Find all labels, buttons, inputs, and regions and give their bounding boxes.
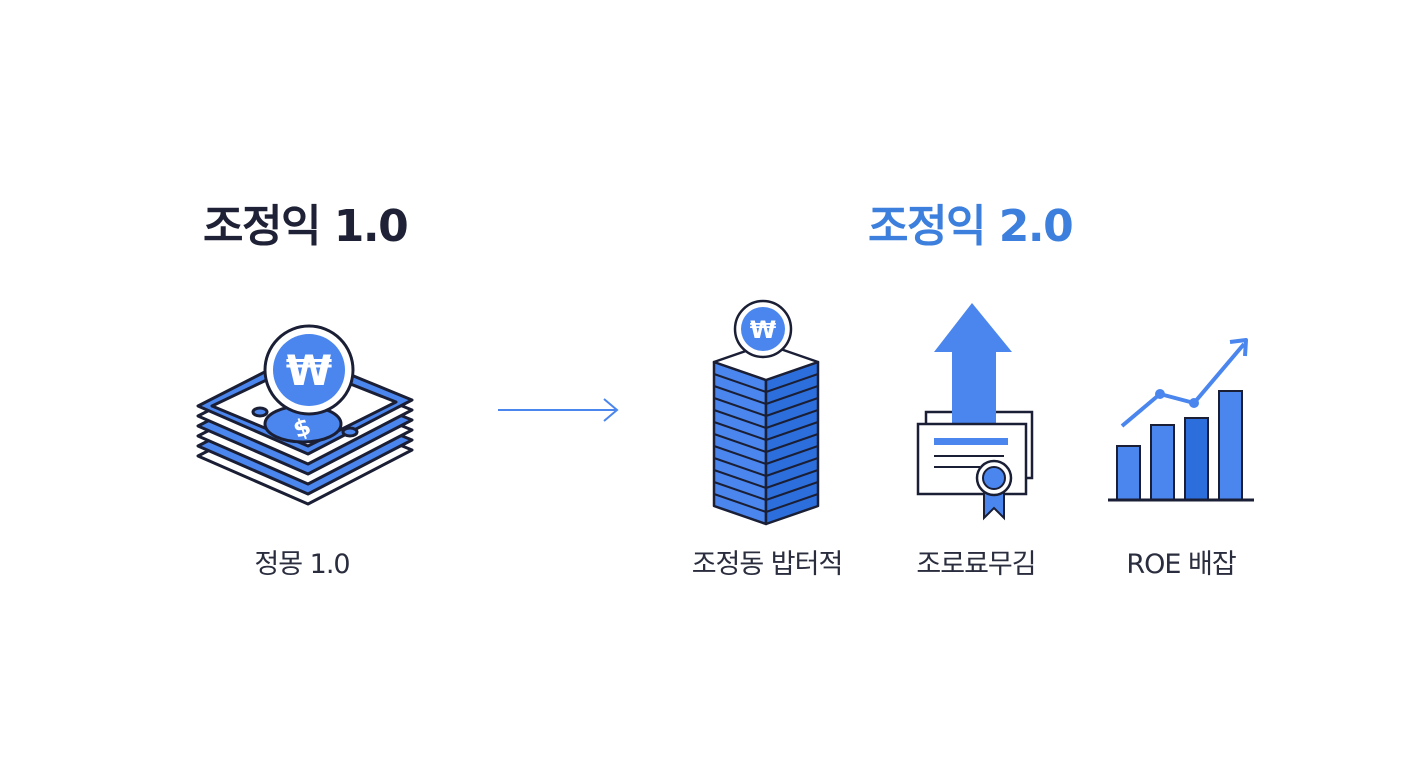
item-caption-3: ROE 배잡 bbox=[1126, 549, 1236, 580]
certificate-arrow-icon bbox=[916, 303, 1034, 521]
right-title: 조정익 2.0 bbox=[868, 201, 1074, 252]
stacked-coins-icon: ₩ bbox=[712, 299, 820, 526]
tower-won-symbol: ₩ bbox=[750, 316, 777, 344]
left-caption: 정몽 1.0 bbox=[254, 549, 350, 580]
item-caption-2: 조로료무김 bbox=[916, 549, 1036, 580]
right-arrow-icon bbox=[498, 398, 619, 422]
item-caption-1: 조정동 밥터적 bbox=[691, 549, 844, 580]
won-symbol: ₩ bbox=[286, 346, 332, 395]
growth-chart-icon bbox=[1108, 338, 1254, 502]
left-title: 조정익 1.0 bbox=[203, 201, 409, 252]
won-coin-icon: ₩ bbox=[263, 324, 355, 416]
